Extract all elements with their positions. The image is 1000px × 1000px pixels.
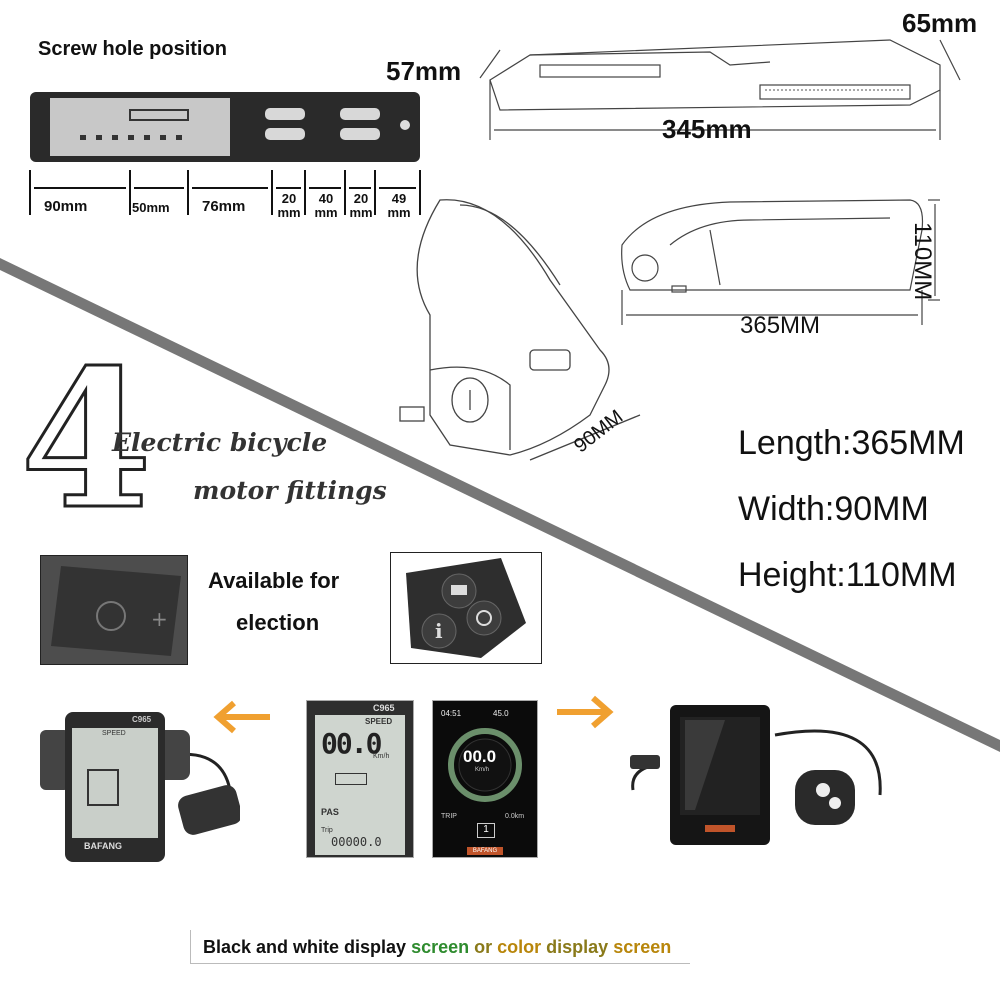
bw-closeup-speed: SPEED bbox=[365, 717, 393, 726]
arrow-right-icon bbox=[557, 695, 614, 729]
arrow-left-icon bbox=[213, 700, 270, 734]
color-time: 04:51 bbox=[441, 709, 462, 718]
section-title-line2: motor fittings bbox=[193, 476, 387, 505]
spec-length: Length:365MM bbox=[738, 424, 965, 462]
spec-height: Height:110MM bbox=[738, 556, 957, 594]
bw-closeup-odo: 00000.0 bbox=[331, 835, 382, 849]
dim-345mm: 345mm bbox=[662, 114, 752, 144]
color-speed: 00.0 bbox=[463, 747, 497, 766]
bw-display-closeup: C965 SPEED 00.0 Km/h PAS Trip 00000.0 bbox=[306, 700, 414, 858]
battery-side-drawing bbox=[621, 199, 940, 325]
available-line1: Available for bbox=[208, 568, 340, 593]
available-line2: election bbox=[236, 610, 320, 635]
dim-65mm: 65mm bbox=[902, 8, 978, 38]
dim-90mm: 90mm bbox=[44, 198, 88, 215]
section-title-line1: Electric bicycle bbox=[112, 428, 328, 457]
remote-photo-right: i bbox=[390, 552, 542, 664]
bw-closeup-model: C965 bbox=[373, 703, 395, 713]
bw-display-photo: C965 SPEED BAFANG bbox=[30, 700, 240, 870]
bw-model: C965 bbox=[132, 715, 152, 724]
dim-57mm: 57mm bbox=[386, 56, 462, 86]
caption-part5: display bbox=[546, 937, 614, 957]
section-number: 4 bbox=[18, 328, 153, 551]
dim-50mm: 50mm bbox=[132, 200, 170, 215]
remote-photo-left: + bbox=[40, 555, 188, 665]
controller-rail-drawing bbox=[29, 92, 421, 215]
color-unit: Km/h bbox=[475, 767, 490, 773]
caption-part4: color bbox=[497, 937, 547, 957]
svg-text:+: + bbox=[151, 607, 168, 631]
color-display-photo bbox=[625, 695, 885, 855]
bw-speed-label: SPEED bbox=[102, 730, 126, 737]
caption-part1: Black and white display bbox=[203, 937, 412, 957]
display-caption: Black and white display screen or color … bbox=[190, 930, 690, 964]
caption-part2: screen bbox=[411, 937, 475, 957]
bw-closeup-trip: Trip bbox=[321, 827, 333, 834]
battery-rail-drawing bbox=[479, 39, 961, 140]
battery-perspective-drawing bbox=[399, 199, 641, 461]
color-distance: 0.0km bbox=[505, 813, 525, 820]
color-trip: TRIP bbox=[441, 813, 457, 820]
color-display-closeup: 04:51 45.0 00.0 Km/h TRIP 0.0km 1 BAFANG bbox=[432, 700, 538, 858]
bw-closeup-digits: 00.0 bbox=[321, 727, 382, 760]
screw-title: Screw hole position bbox=[38, 38, 227, 60]
color-assist-level: 1 bbox=[477, 823, 495, 838]
bw-brand: BAFANG bbox=[84, 841, 122, 851]
caption-part3: or bbox=[474, 937, 498, 957]
bw-closeup-pas: PAS bbox=[321, 807, 339, 817]
dim-365mm: 365MM bbox=[740, 312, 821, 339]
dim-76mm: 76mm bbox=[202, 198, 246, 215]
color-brand: BAFANG bbox=[467, 847, 503, 855]
bw-closeup-battery-icon bbox=[335, 773, 367, 785]
bw-closeup-unit: Km/h bbox=[373, 753, 390, 760]
svg-text:i: i bbox=[435, 619, 443, 643]
dim-110mm: 110MM bbox=[909, 222, 936, 301]
spec-width: Width:90MM bbox=[738, 490, 929, 528]
color-battery: 45.0 bbox=[493, 709, 509, 718]
caption-part6: screen bbox=[613, 937, 672, 957]
color-speed-gauge bbox=[448, 728, 522, 802]
